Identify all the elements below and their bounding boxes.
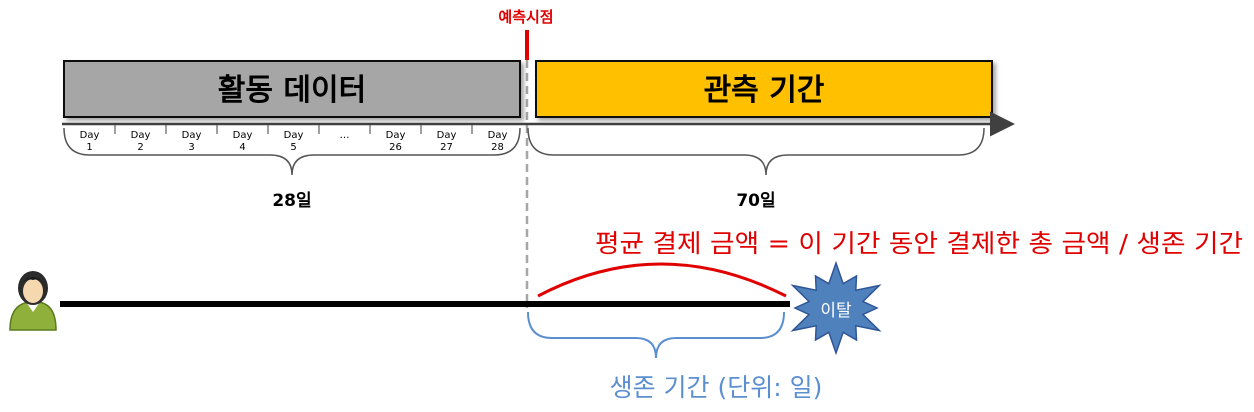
user-icon [9, 271, 57, 331]
day-number: 2 [137, 142, 143, 153]
survival-period-label: 생존 기간 (단위: 일) [610, 373, 823, 402]
day-number: 28 [491, 142, 504, 153]
survival-brace [527, 311, 785, 359]
observation-period-box [535, 60, 993, 118]
day-label: Day [284, 130, 304, 141]
day-number: 5 [290, 142, 296, 153]
average-payment-arc [537, 262, 787, 298]
churn-burst [790, 260, 882, 356]
prediction-point-label: 예측시점 [498, 8, 553, 26]
activity-span-label: 28일 [272, 191, 311, 211]
activity-brace [63, 127, 521, 176]
observation-period-label: 관측 기간 [704, 73, 825, 108]
activity-data-label: 활동 데이터 [218, 73, 366, 108]
observation-brace [527, 127, 985, 176]
formula-text: 평균 결제 금액 = 이 기간 동안 결제한 총 금액 / 생존 기간 [595, 229, 1243, 258]
day-number: 1 [86, 142, 92, 153]
day-label: Day [386, 130, 406, 141]
day-label: Day [182, 130, 202, 141]
activity-data-box [63, 60, 521, 118]
observation-span-label: 70일 [736, 191, 775, 211]
day-number: 27 [440, 142, 453, 153]
day-label: … [340, 130, 350, 141]
day-number: 3 [188, 142, 194, 153]
day-label: Day [131, 130, 151, 141]
day-number: 26 [389, 142, 402, 153]
churn-label: 이탈 [820, 301, 852, 321]
day-label: Day [488, 130, 508, 141]
day-label: Day [233, 130, 253, 141]
day-number: 4 [239, 142, 245, 153]
day-label: Day [80, 130, 100, 141]
day-label: Day [437, 130, 457, 141]
